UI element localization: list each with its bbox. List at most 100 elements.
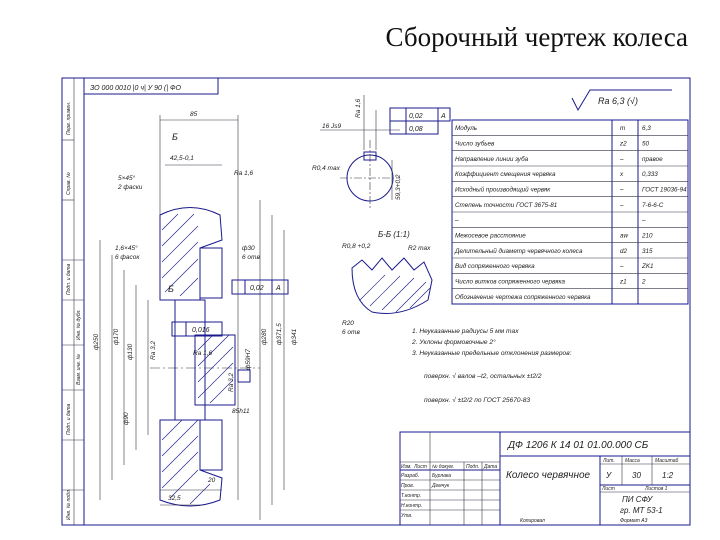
tol-box1: 0,02	[250, 285, 264, 292]
row-sign: Подп.	[466, 464, 479, 470]
table-cell: Межосевое расстояние	[455, 233, 526, 240]
table-cell: Исходный производящий червяк	[455, 186, 551, 194]
table-cell: z2	[619, 141, 627, 148]
table-cell: Вид сопряженного червяка	[455, 262, 535, 270]
role-1: Разраб.	[401, 473, 419, 479]
side-label-2: Справ. №	[66, 172, 72, 195]
chamfer-2: 1,6×45°	[115, 244, 138, 252]
table-cell: z1	[619, 279, 627, 286]
role-3: Т.контр.	[401, 493, 421, 499]
table-cell: 6,3	[642, 125, 651, 132]
table-cell: Число витков сопряженного червяка	[455, 279, 565, 286]
r20-label: R20	[342, 320, 354, 327]
tol-02: 0,02	[409, 113, 423, 120]
side-strip-labels: Перв. примен. Справ. № Подп. и дата Инв.…	[66, 102, 82, 520]
role-4: Н.контр.	[401, 503, 422, 509]
ra-32-b: Ra 3,2	[228, 372, 235, 392]
dim-d30: ф30	[242, 245, 255, 252]
tol-box1b: А	[275, 285, 281, 292]
dim-d59: ф59Н7	[245, 349, 252, 370]
hub-ra: Ra 1,6	[355, 98, 362, 118]
mass-header: Масса	[625, 458, 640, 464]
sheet-frame	[61, 77, 691, 526]
title-block: ДФ 1206 К 14 01 01.00.000 СБ Колесо черв…	[399, 431, 691, 526]
org-1: ПИ СФУ	[622, 495, 653, 504]
wheel-section	[150, 207, 260, 507]
tolerance-frames: 0,02 А 0,016	[171, 279, 289, 383]
mass-value: 30	[632, 471, 641, 480]
chamfer-1b: 2 фаски	[117, 184, 143, 191]
ra-32: Ra 3,2	[150, 340, 157, 360]
dim-20: 20	[207, 477, 216, 484]
table-cell: 50	[642, 141, 650, 148]
table-cell: 7-6-6-С	[642, 202, 664, 209]
side-label-7: Инв. № подл.	[66, 489, 72, 520]
dim-85: 85	[190, 111, 198, 118]
table-cell: 210	[641, 233, 653, 240]
dim-85h: 85h11	[232, 408, 250, 415]
table-cell: –	[619, 263, 624, 270]
dim-d3715: ф371,5	[276, 323, 283, 345]
table-cell: Направление линии зуба	[455, 155, 529, 163]
side-label-4: Инв. № дубл.	[76, 309, 82, 340]
scale-value: 1:2	[662, 471, 674, 480]
r20-label-b: 6 отв	[342, 329, 360, 336]
table-cell: 2	[641, 279, 646, 286]
table-cell: ZK1	[641, 263, 654, 270]
copied-label: Копировал	[520, 518, 545, 524]
side-strip-lines	[62, 139, 84, 491]
table-cell: m	[620, 125, 625, 132]
table-cell: –	[619, 187, 624, 194]
dim-d341: ф341	[291, 328, 298, 345]
key-height: 59,3+0,2	[395, 174, 402, 200]
wheel-dimensions	[99, 115, 285, 520]
section-bb: Б-Б (1:1) R0,8 +0,2 R2 max R20 6 отв	[342, 230, 433, 336]
table-cell: 0,333	[642, 171, 658, 178]
roughness-symbol	[571, 89, 672, 112]
name-1: Бурлака	[432, 473, 451, 479]
roughness-general: Ra 6,3 (√)	[598, 96, 638, 106]
side-label-6: Подп. и дата	[66, 403, 72, 435]
note-2: 2. Уклоны формовочные 2°	[411, 338, 496, 346]
r2-label: R2 max	[408, 245, 431, 252]
table-cell: правое	[642, 156, 663, 163]
note-4: поверхн. √ валов –t2, остальных ±t2/2	[424, 372, 542, 380]
stamp-box	[83, 77, 219, 95]
dim-325: 32,5	[168, 495, 181, 502]
table-cell: x	[619, 171, 624, 178]
format-label: Формат А3	[620, 518, 648, 524]
chamfer-1: 5×45°	[118, 174, 136, 182]
chamfer-2b: 6 фасок	[115, 254, 140, 261]
tol-08: 0,08	[409, 126, 423, 133]
table-cell: Степень точности ГОСТ 3675-81	[455, 202, 557, 209]
table-cell: Число зубьев	[455, 140, 495, 148]
section-mark-b: Б	[172, 132, 178, 142]
role-2: Пров.	[401, 483, 414, 489]
table-cell: –	[619, 156, 624, 163]
role-5: Утв.	[401, 513, 412, 519]
tech-notes: 1. Неуказанные радиусы 5 мм max 2. Уклон…	[411, 327, 572, 404]
table-cell: d2	[620, 248, 628, 255]
table-cell: 315	[642, 248, 653, 255]
r04-label: R0,4 max	[312, 165, 341, 172]
note-5: поверхн. √ ±t2/2 по ГОСТ 25670-83	[424, 396, 530, 404]
name-2: Демчук	[431, 483, 450, 489]
ra-16-b: Ra 1,6	[193, 350, 213, 357]
table-cell: –	[641, 217, 646, 224]
key-width: 16 Js9	[322, 123, 342, 130]
side-label-3: Подп. и дата	[66, 263, 72, 295]
lit-value: У	[605, 471, 612, 480]
dim-d250: ф250	[93, 333, 100, 350]
dim-d30b: 6 отв	[242, 254, 260, 261]
side-label-5: Взам. инв. №	[76, 353, 82, 385]
wheel-dim-labels: 85 Б 42,5-0,1 5×45° 2 фаски Ra 1,6 1,6×4…	[93, 111, 298, 502]
table-cell: aw	[620, 233, 629, 240]
table-cell: Модуль	[455, 124, 477, 132]
stamp-code: ЗО 000 0010 |0 ч| У 90 (| ФО	[90, 85, 182, 92]
r08-label: R0,8 +0,2	[342, 243, 371, 250]
row-doc: № докум.	[432, 464, 454, 470]
note-3: 3. Неуказанные предельные отклонения раз…	[412, 349, 572, 357]
dim-d170: ф170	[113, 328, 120, 345]
